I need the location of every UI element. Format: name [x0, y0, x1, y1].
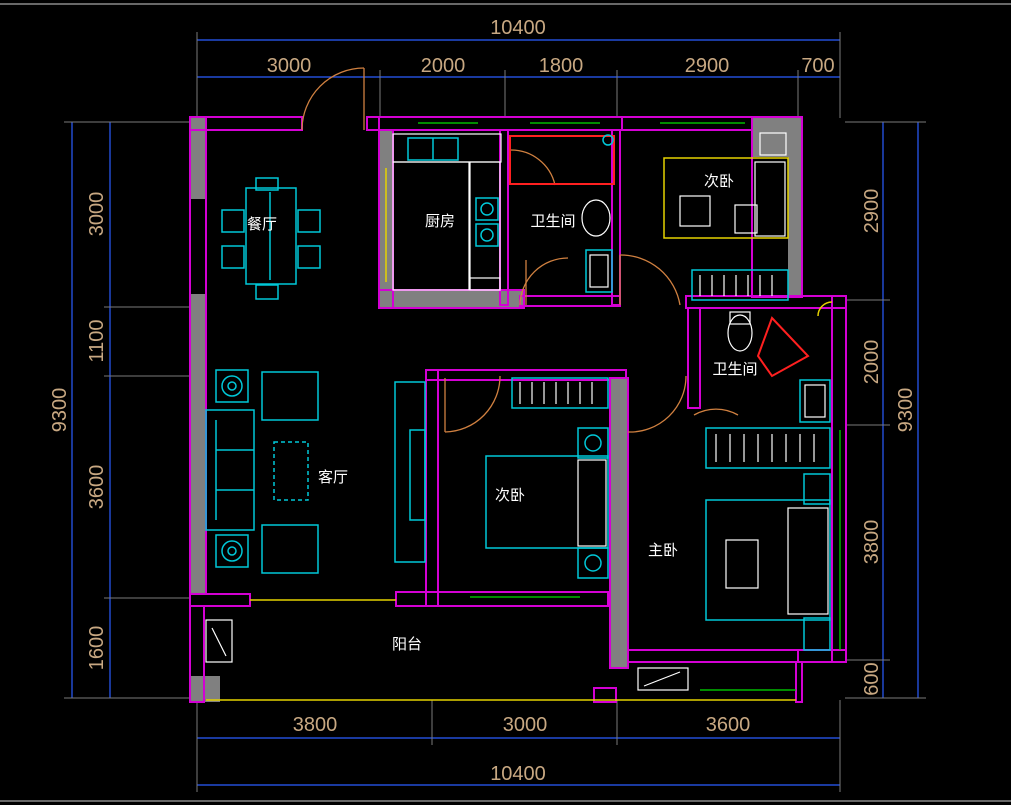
dim-bottom-seg-1: 3800	[293, 714, 338, 736]
dim-top-seg-3: 1800	[539, 55, 584, 77]
dim-right-seg-4: 600	[861, 662, 883, 695]
dim-bottom-seg-2: 3000	[503, 714, 548, 736]
dim-right-seg-1: 2900	[861, 189, 883, 234]
dim-right-seg-3: 3800	[861, 520, 883, 565]
dining-table	[221, 177, 321, 300]
dim-left-seg-3: 3600	[86, 465, 108, 510]
bathroom-right-fixtures	[727, 301, 833, 423]
room-label-dining: 餐厅	[247, 215, 277, 233]
dim-left-seg-2: 1100	[86, 319, 108, 362]
dim-bottom-total: 10400	[490, 763, 546, 785]
bedroom-center-furniture	[485, 377, 609, 579]
dim-right-seg-2: 2000	[861, 340, 883, 385]
room-label-bathroom-top: 卫生间	[530, 212, 575, 230]
dim-top-seg-2: 2000	[421, 55, 466, 77]
room-label-master: 主卧	[648, 541, 678, 559]
dimension-lines	[64, 32, 926, 792]
dim-top-seg-5: 700	[801, 55, 834, 77]
room-label-kitchen: 厨房	[425, 212, 455, 230]
dim-top-seg-4: 2900	[685, 55, 730, 77]
room-label-balcony: 阳台	[392, 635, 422, 653]
dim-left-seg-1: 3000	[86, 192, 108, 237]
bedroom-top-right-furniture	[663, 132, 789, 301]
room-label-bathroom-right: 卫生间	[712, 360, 757, 378]
dim-left-total: 9300	[49, 388, 71, 433]
doors	[301, 67, 739, 433]
room-label-bedroom-top-right: 次卧	[704, 172, 734, 190]
windows	[418, 122, 841, 691]
dim-top-total: 10400	[490, 17, 546, 39]
kitchen-fixtures	[385, 133, 502, 291]
living-room-furniture	[205, 369, 426, 574]
bathroom-top-fixtures	[509, 134, 615, 293]
dim-top-seg-1: 3000	[267, 55, 312, 77]
master-bedroom-furniture	[705, 427, 831, 651]
room-label-bedroom-center: 次卧	[495, 486, 525, 504]
dim-bottom-seg-3: 3600	[706, 714, 751, 736]
dim-right-total: 9300	[895, 388, 917, 433]
room-labels: 餐厅 厨房 卫生间 次卧 卫生间 客厅 次卧 主卧 阳台	[247, 172, 758, 653]
dim-left-seg-4: 1600	[86, 626, 108, 671]
dimension-labels: 10400 3000 2000 1800 2900 700 3800 3000 …	[49, 17, 917, 785]
room-label-living: 客厅	[318, 468, 348, 486]
balcony-fixtures	[205, 619, 689, 691]
